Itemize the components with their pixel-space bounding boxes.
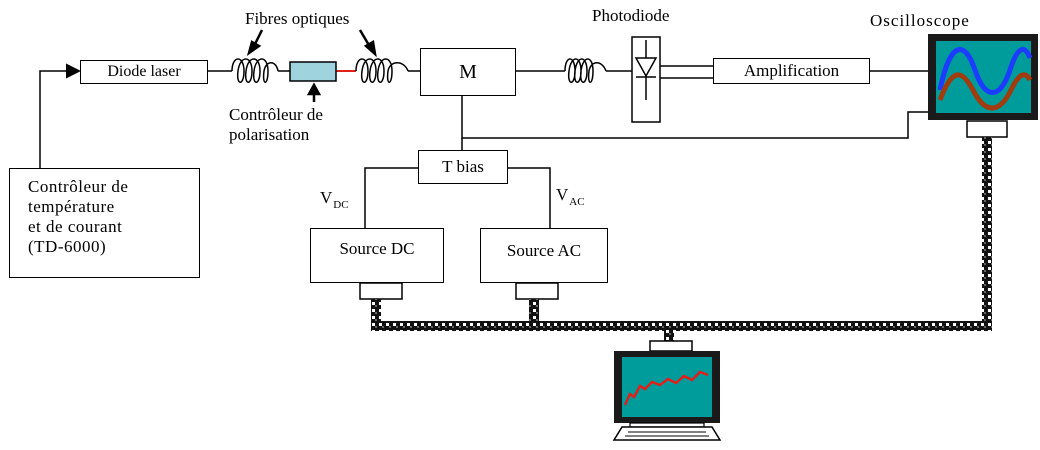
amplification-box: Amplification bbox=[713, 58, 870, 84]
source-ac-box: Source AC bbox=[480, 228, 608, 283]
source-dc-box: Source DC bbox=[310, 228, 444, 283]
photodiode-icon bbox=[618, 36, 661, 123]
v-dc-main: V bbox=[320, 188, 333, 207]
diode-laser-label: Diode laser bbox=[107, 63, 181, 80]
dc-connector bbox=[359, 282, 403, 300]
ac-connector bbox=[515, 282, 559, 300]
photodiode-label: Photodiode bbox=[592, 6, 670, 25]
v-dc-subscript: DC bbox=[333, 199, 349, 211]
polarization-controller-icon bbox=[289, 61, 337, 82]
fiber-coil-icon bbox=[564, 58, 607, 83]
fibres-optiques-label: Fibres optiques bbox=[245, 9, 350, 28]
diode-laser-box: Diode laser bbox=[80, 60, 208, 84]
temp-ctrl-line4: (TD-6000) bbox=[28, 237, 107, 256]
v-dc-label: VDC bbox=[320, 188, 349, 211]
polarization-controller-label-line1: Contrôleur de bbox=[229, 105, 323, 124]
temperature-controller-box: Contrôleur de température et de courant … bbox=[9, 168, 200, 278]
t-bias-box: T bias bbox=[418, 150, 508, 184]
polarization-controller-label-line2: polarisation bbox=[229, 124, 310, 144]
fiber-coil-icon bbox=[231, 58, 279, 83]
v-ac-subscript: AC bbox=[569, 196, 585, 208]
source-ac-label: Source AC bbox=[506, 241, 582, 260]
oscilloscope-icon bbox=[928, 34, 1038, 138]
t-bias-label: T bias bbox=[442, 157, 484, 176]
temp-ctrl-line3: et de courant bbox=[28, 217, 123, 236]
fibre-pointer-arrows bbox=[246, 29, 377, 102]
computer-icon bbox=[612, 340, 722, 441]
data-cable bbox=[371, 137, 992, 341]
amplification-label: Amplification bbox=[743, 61, 840, 80]
temp-ctrl-line1: Contrôleur de bbox=[28, 177, 129, 196]
fiber-coil-icon bbox=[355, 58, 409, 83]
oscilloscope-label: Oscilloscope bbox=[870, 11, 970, 30]
source-dc-label: Source DC bbox=[339, 239, 415, 258]
polarization-controller-label: Contrôleur de polarisation bbox=[229, 105, 323, 144]
modulator-box: M bbox=[420, 48, 516, 96]
v-ac-label: VAC bbox=[556, 185, 585, 208]
v-ac-main: V bbox=[556, 185, 569, 204]
temp-ctrl-line2: température bbox=[28, 197, 115, 216]
modulator-label: M bbox=[459, 60, 477, 83]
connection-wires bbox=[39, 63, 930, 228]
